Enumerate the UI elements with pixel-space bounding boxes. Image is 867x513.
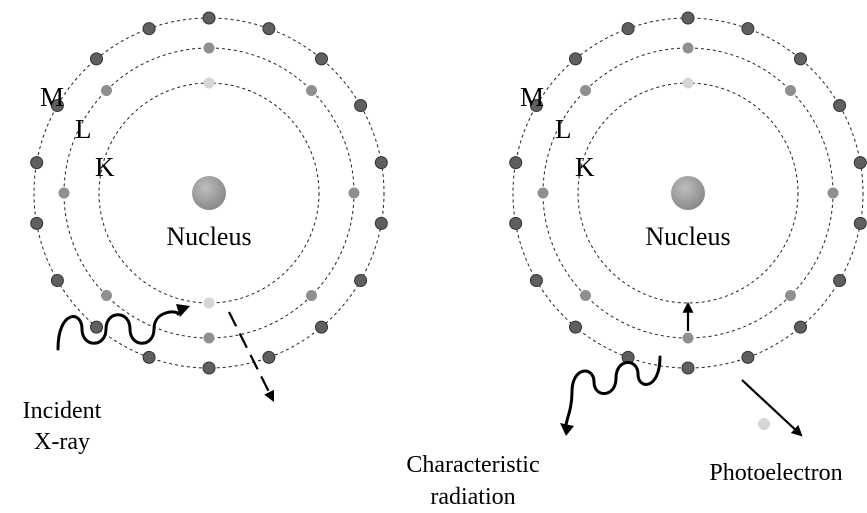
electron-m-shell xyxy=(509,216,523,230)
electron-l-shell xyxy=(580,290,591,301)
electron-k-shell xyxy=(682,77,694,89)
shell-label-m: M xyxy=(520,82,544,112)
electron-m-shell xyxy=(853,156,867,170)
electron-l-shell xyxy=(101,85,112,96)
electron-m-shell xyxy=(315,52,328,66)
electron-m-shell xyxy=(142,350,156,364)
atom-left: Nucleus M L K Incident X-ray xyxy=(23,11,388,455)
characteristic-radiation-caption-line2: radiation xyxy=(430,484,515,510)
electron-m-shell xyxy=(354,99,368,112)
incident-xray-caption-line1: Incident xyxy=(23,398,102,424)
incident-xray-wave xyxy=(56,310,180,351)
electron-l-shell xyxy=(101,290,112,301)
electron-m-shell xyxy=(509,156,523,170)
electron-m-shell xyxy=(741,22,755,36)
electron-m-shell xyxy=(853,216,867,230)
shell-label-l: L xyxy=(75,114,92,144)
electron-l-shell xyxy=(682,332,694,344)
shell-label-k: K xyxy=(95,152,115,182)
electron-m-shell xyxy=(354,274,368,287)
characteristic-radiation-caption-line1: Characteristic xyxy=(406,452,539,478)
incident-xray-arrowhead xyxy=(176,304,190,317)
electron-l-shell xyxy=(785,290,796,301)
electron-l-shell xyxy=(58,187,70,199)
electron-m-shell xyxy=(741,350,755,364)
electron-l-shell xyxy=(306,290,317,301)
electron-m-shell xyxy=(681,11,695,25)
electron-m-shell xyxy=(30,216,44,230)
electron-l-shell xyxy=(580,85,591,96)
photoelectron xyxy=(758,418,770,430)
shell-label-l: L xyxy=(555,114,572,144)
shell-label-k: K xyxy=(575,152,595,182)
electron-m-shell xyxy=(794,320,807,334)
electron-m-shell xyxy=(529,99,543,112)
electron-m-shell xyxy=(681,361,695,375)
electron-m-shell xyxy=(833,274,847,287)
characteristic-radiation-arrowhead xyxy=(560,423,574,436)
atom-right: Nucleus M L K Characteristic radiation P… xyxy=(406,11,867,510)
electron-l-shell xyxy=(348,187,360,199)
photoelectron-caption: Photoelectron xyxy=(709,460,842,486)
nucleus-label: Nucleus xyxy=(645,222,730,251)
nucleus xyxy=(192,176,226,210)
electron-m-shell xyxy=(569,52,582,66)
electron-l-shell xyxy=(785,85,796,96)
electron-m-shell xyxy=(202,11,216,25)
electron-l-shell xyxy=(306,85,317,96)
electron-l-shell xyxy=(827,187,839,199)
electron-l-shell xyxy=(682,42,694,54)
electron-l-shell xyxy=(203,42,215,54)
nucleus-label: Nucleus xyxy=(166,222,251,251)
electron-m-shell xyxy=(90,52,103,66)
electron-k-shell xyxy=(203,297,215,309)
characteristic-radiation-wave xyxy=(564,355,662,428)
electron-k-shell xyxy=(203,77,215,89)
electron-m-shell xyxy=(50,99,64,112)
electron-l-shell xyxy=(537,187,549,199)
electron-m-shell xyxy=(315,320,328,334)
photoelectron-arrow xyxy=(741,379,803,437)
electron-m-shell xyxy=(621,22,635,36)
electron-m-shell xyxy=(569,320,582,334)
electrons-right xyxy=(509,11,867,375)
electron-m-shell xyxy=(90,320,103,334)
electron-m-shell xyxy=(374,216,388,230)
electrons-left xyxy=(30,11,388,375)
electron-m-shell xyxy=(794,52,807,66)
electron-m-shell xyxy=(529,274,543,287)
nucleus xyxy=(671,176,705,210)
electron-m-shell xyxy=(30,156,44,170)
electron-m-shell xyxy=(833,99,847,112)
incident-xray-caption-line2: X-ray xyxy=(34,429,90,455)
electron-m-shell xyxy=(202,361,216,375)
electron-m-shell xyxy=(142,22,156,36)
ejected-electron-arrow xyxy=(228,311,274,402)
electron-m-shell xyxy=(374,156,388,170)
electron-m-shell xyxy=(262,350,276,364)
electron-m-shell xyxy=(262,22,276,36)
electron-l-shell xyxy=(203,332,215,344)
shell-label-m: M xyxy=(40,82,64,112)
electron-m-shell xyxy=(50,274,64,287)
